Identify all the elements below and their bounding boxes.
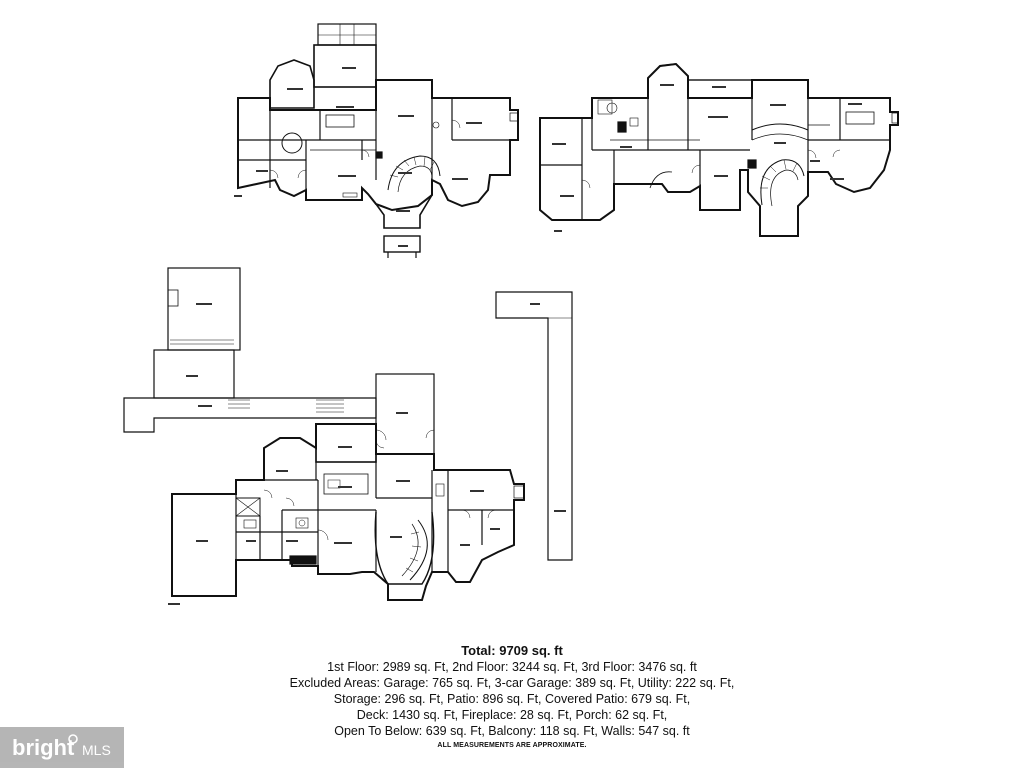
watermark-mls: MLS: [82, 742, 111, 758]
area-line-3: Storage: 296 sq. Ft, Patio: 896 sq. Ft, …: [333, 692, 691, 706]
mls-watermark: bright MLS: [0, 727, 124, 768]
watermark-bright: bright: [12, 735, 75, 760]
area-line-5: Open To Below: 639 sq. Ft, Balcony: 118 …: [334, 724, 690, 738]
area-summary: Total: 9709 sq. ft 1st Floor: 2989 sq. F…: [0, 643, 1024, 751]
floor-plan-bottom: [123, 267, 573, 605]
floor-plan-top-left: [234, 23, 519, 258]
area-line-4: Deck: 1430 sq. Ft, Fireplace: 28 sq. Ft,…: [356, 708, 668, 722]
area-line-1: 1st Floor: 2989 sq. Ft, 2nd Floor: 3244 …: [327, 660, 697, 674]
watermark-dot-icon: [68, 734, 78, 744]
area-line-2: Excluded Areas: Garage: 765 sq. Ft, 3-ca…: [289, 676, 735, 690]
measurement-disclaimer: ALL MEASUREMENTS ARE APPROXIMATE.: [437, 742, 587, 749]
floor-plan-top-right: [539, 62, 899, 237]
total-area: Total: 9709 sq. ft: [461, 643, 563, 658]
